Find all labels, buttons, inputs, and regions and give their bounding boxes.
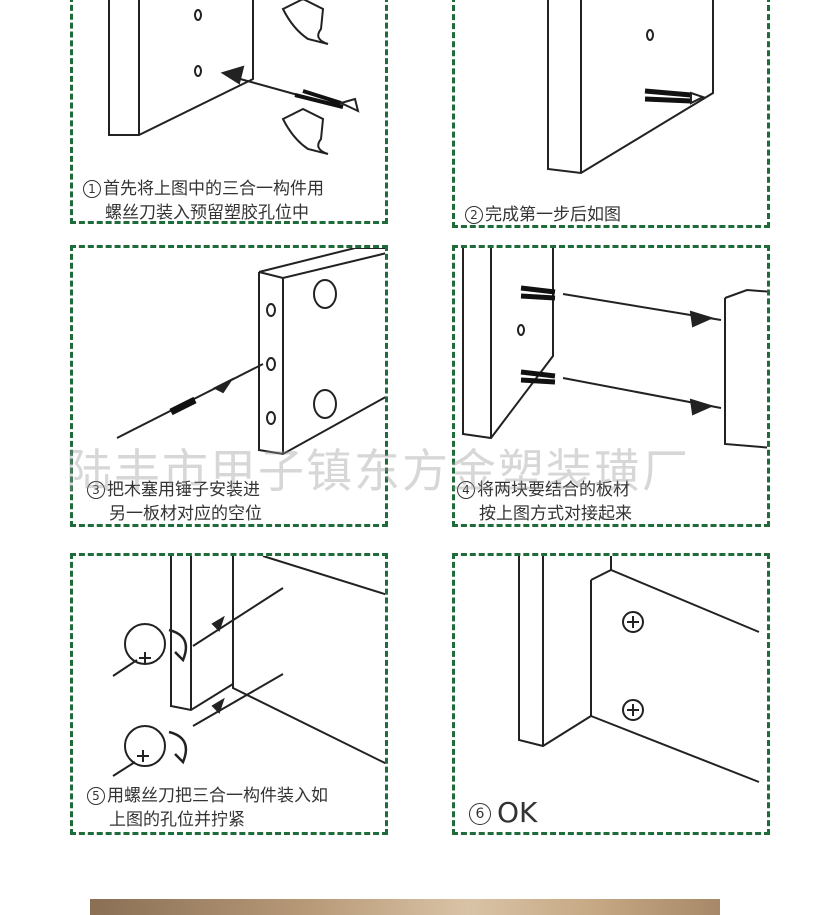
step-6-panel: 6 OK [452, 553, 770, 835]
ok-label: OK [497, 796, 538, 829]
step-2-illustration [547, 0, 714, 175]
caption-line-1: 首先将上图中的三合一构件用 [103, 179, 324, 199]
caption-line-1: 用螺丝刀把三合一构件装入如 [107, 786, 328, 806]
caption-line-1: 将两块要结合的板材 [477, 480, 630, 500]
caption-line-2: 另一板材对应的空位 [109, 504, 262, 524]
caption-line-2: 按上图方式对接起来 [479, 504, 632, 524]
step-number-badge: 1 [83, 180, 101, 198]
step-3-illustration [116, 248, 385, 456]
step-number-badge: 2 [465, 206, 483, 224]
step-number-badge: 3 [87, 481, 105, 499]
product-photo-edge [90, 899, 720, 915]
caption-line-1: 完成第一步后如图 [485, 205, 621, 225]
step-1-illustration [108, 0, 360, 155]
caption-line-1: 把木塞用锤子安装进 [107, 480, 260, 500]
step-5-illustration [112, 556, 385, 777]
watermark-text: 陆丰市甲子镇东方金塑装璜厂 [66, 444, 690, 498]
step-number-badge: 6 [469, 803, 491, 825]
caption-line-2: 上图的孔位并拧紧 [109, 810, 245, 830]
step-6-illustration [518, 556, 760, 783]
step-number-badge: 4 [457, 481, 475, 499]
caption-line-2: 螺丝刀装入预留塑胶孔位中 [105, 203, 309, 223]
step-4-illustration [462, 248, 767, 449]
step-number-badge: 5 [87, 787, 105, 805]
step-6-caption: 6 OK [469, 796, 537, 829]
